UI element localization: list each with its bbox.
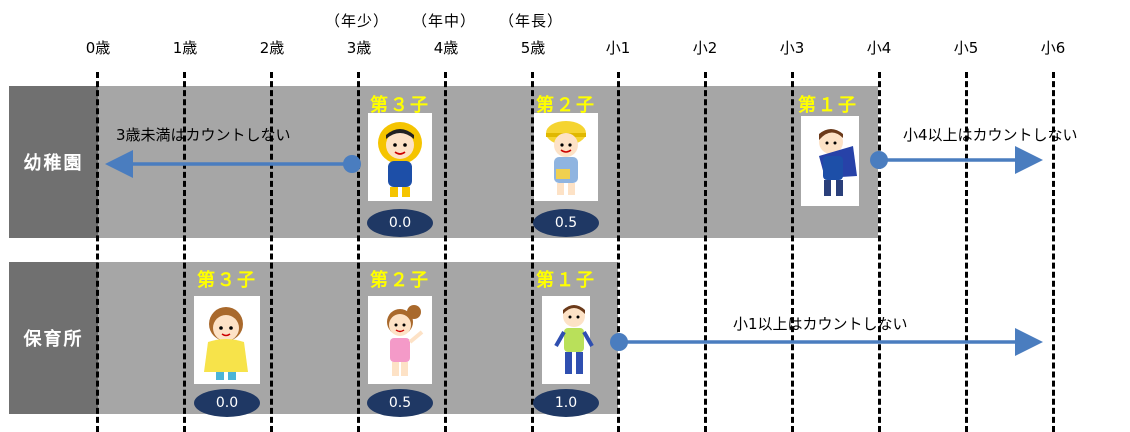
age-label: 3歳 (346, 39, 372, 57)
age-label: 小3 (779, 39, 805, 57)
kindergarten-band (98, 86, 878, 238)
gridline-6 (617, 72, 620, 432)
age-label: 小4 (866, 39, 892, 57)
age-label: 小1 (605, 39, 631, 57)
age-label: 0歳 (85, 39, 111, 57)
gridline-0 (96, 72, 99, 432)
age-label: 2歳 (259, 39, 285, 57)
child-badge: 第３子 (197, 270, 257, 291)
gridline-7 (704, 72, 707, 432)
nursery-label: 保育所 (9, 262, 98, 414)
gridline-9 (878, 72, 881, 432)
child-badge: 第１子 (536, 270, 596, 291)
child-yellow-raincoat-icon (368, 113, 432, 201)
age-label: 4歳 (433, 39, 459, 57)
gridline-4 (444, 72, 447, 432)
age-label: 小6 (1040, 39, 1066, 57)
age-label: 小2 (692, 39, 718, 57)
child-badge: 第３子 (370, 95, 430, 116)
age-label: 5歳 (520, 39, 546, 57)
child-badge: 第２子 (536, 95, 596, 116)
arrow-kindergarten-right (870, 146, 1043, 174)
gridline-5 (531, 72, 534, 432)
gridline-3 (357, 72, 360, 432)
value-pill: 0.5 (367, 389, 433, 417)
gridline-2 (270, 72, 273, 432)
age-label: 小5 (953, 39, 979, 57)
child-badge: 第２子 (370, 270, 430, 291)
child-school-hat-icon (534, 113, 598, 201)
value-pill: 1.0 (533, 389, 599, 417)
sublabel-nencho: （年長） (498, 12, 563, 30)
gridline-11 (1052, 72, 1055, 432)
value-pill: 0.5 (533, 209, 599, 237)
sublabel-nensho: （年少） (324, 12, 389, 30)
toddler-raincoat-icon (194, 296, 260, 384)
girl-waving-icon (368, 296, 432, 384)
gridline-8 (791, 72, 794, 432)
nursery-right-note: 小1以上はカウントしない (733, 315, 908, 333)
boy-running-icon (801, 116, 859, 206)
child-badge: 第１子 (798, 95, 858, 116)
arrow-nursery-right (610, 328, 1043, 356)
arrow-kindergarten-left (105, 150, 361, 178)
kindergarten-right-note: 小4以上はカウントしない (903, 126, 1078, 144)
gridline-1 (183, 72, 186, 432)
gridline-10 (965, 72, 968, 432)
value-pill: 0.0 (367, 209, 433, 237)
sublabel-nenchu: （年中） (411, 12, 476, 30)
boy-standing-icon (542, 296, 594, 384)
value-pill: 0.0 (194, 389, 260, 417)
kindergarten-label: 幼稚園 (9, 86, 98, 238)
kindergarten-left-note: 3歳未満はカウントしない (116, 126, 291, 144)
age-label: 1歳 (172, 39, 198, 57)
